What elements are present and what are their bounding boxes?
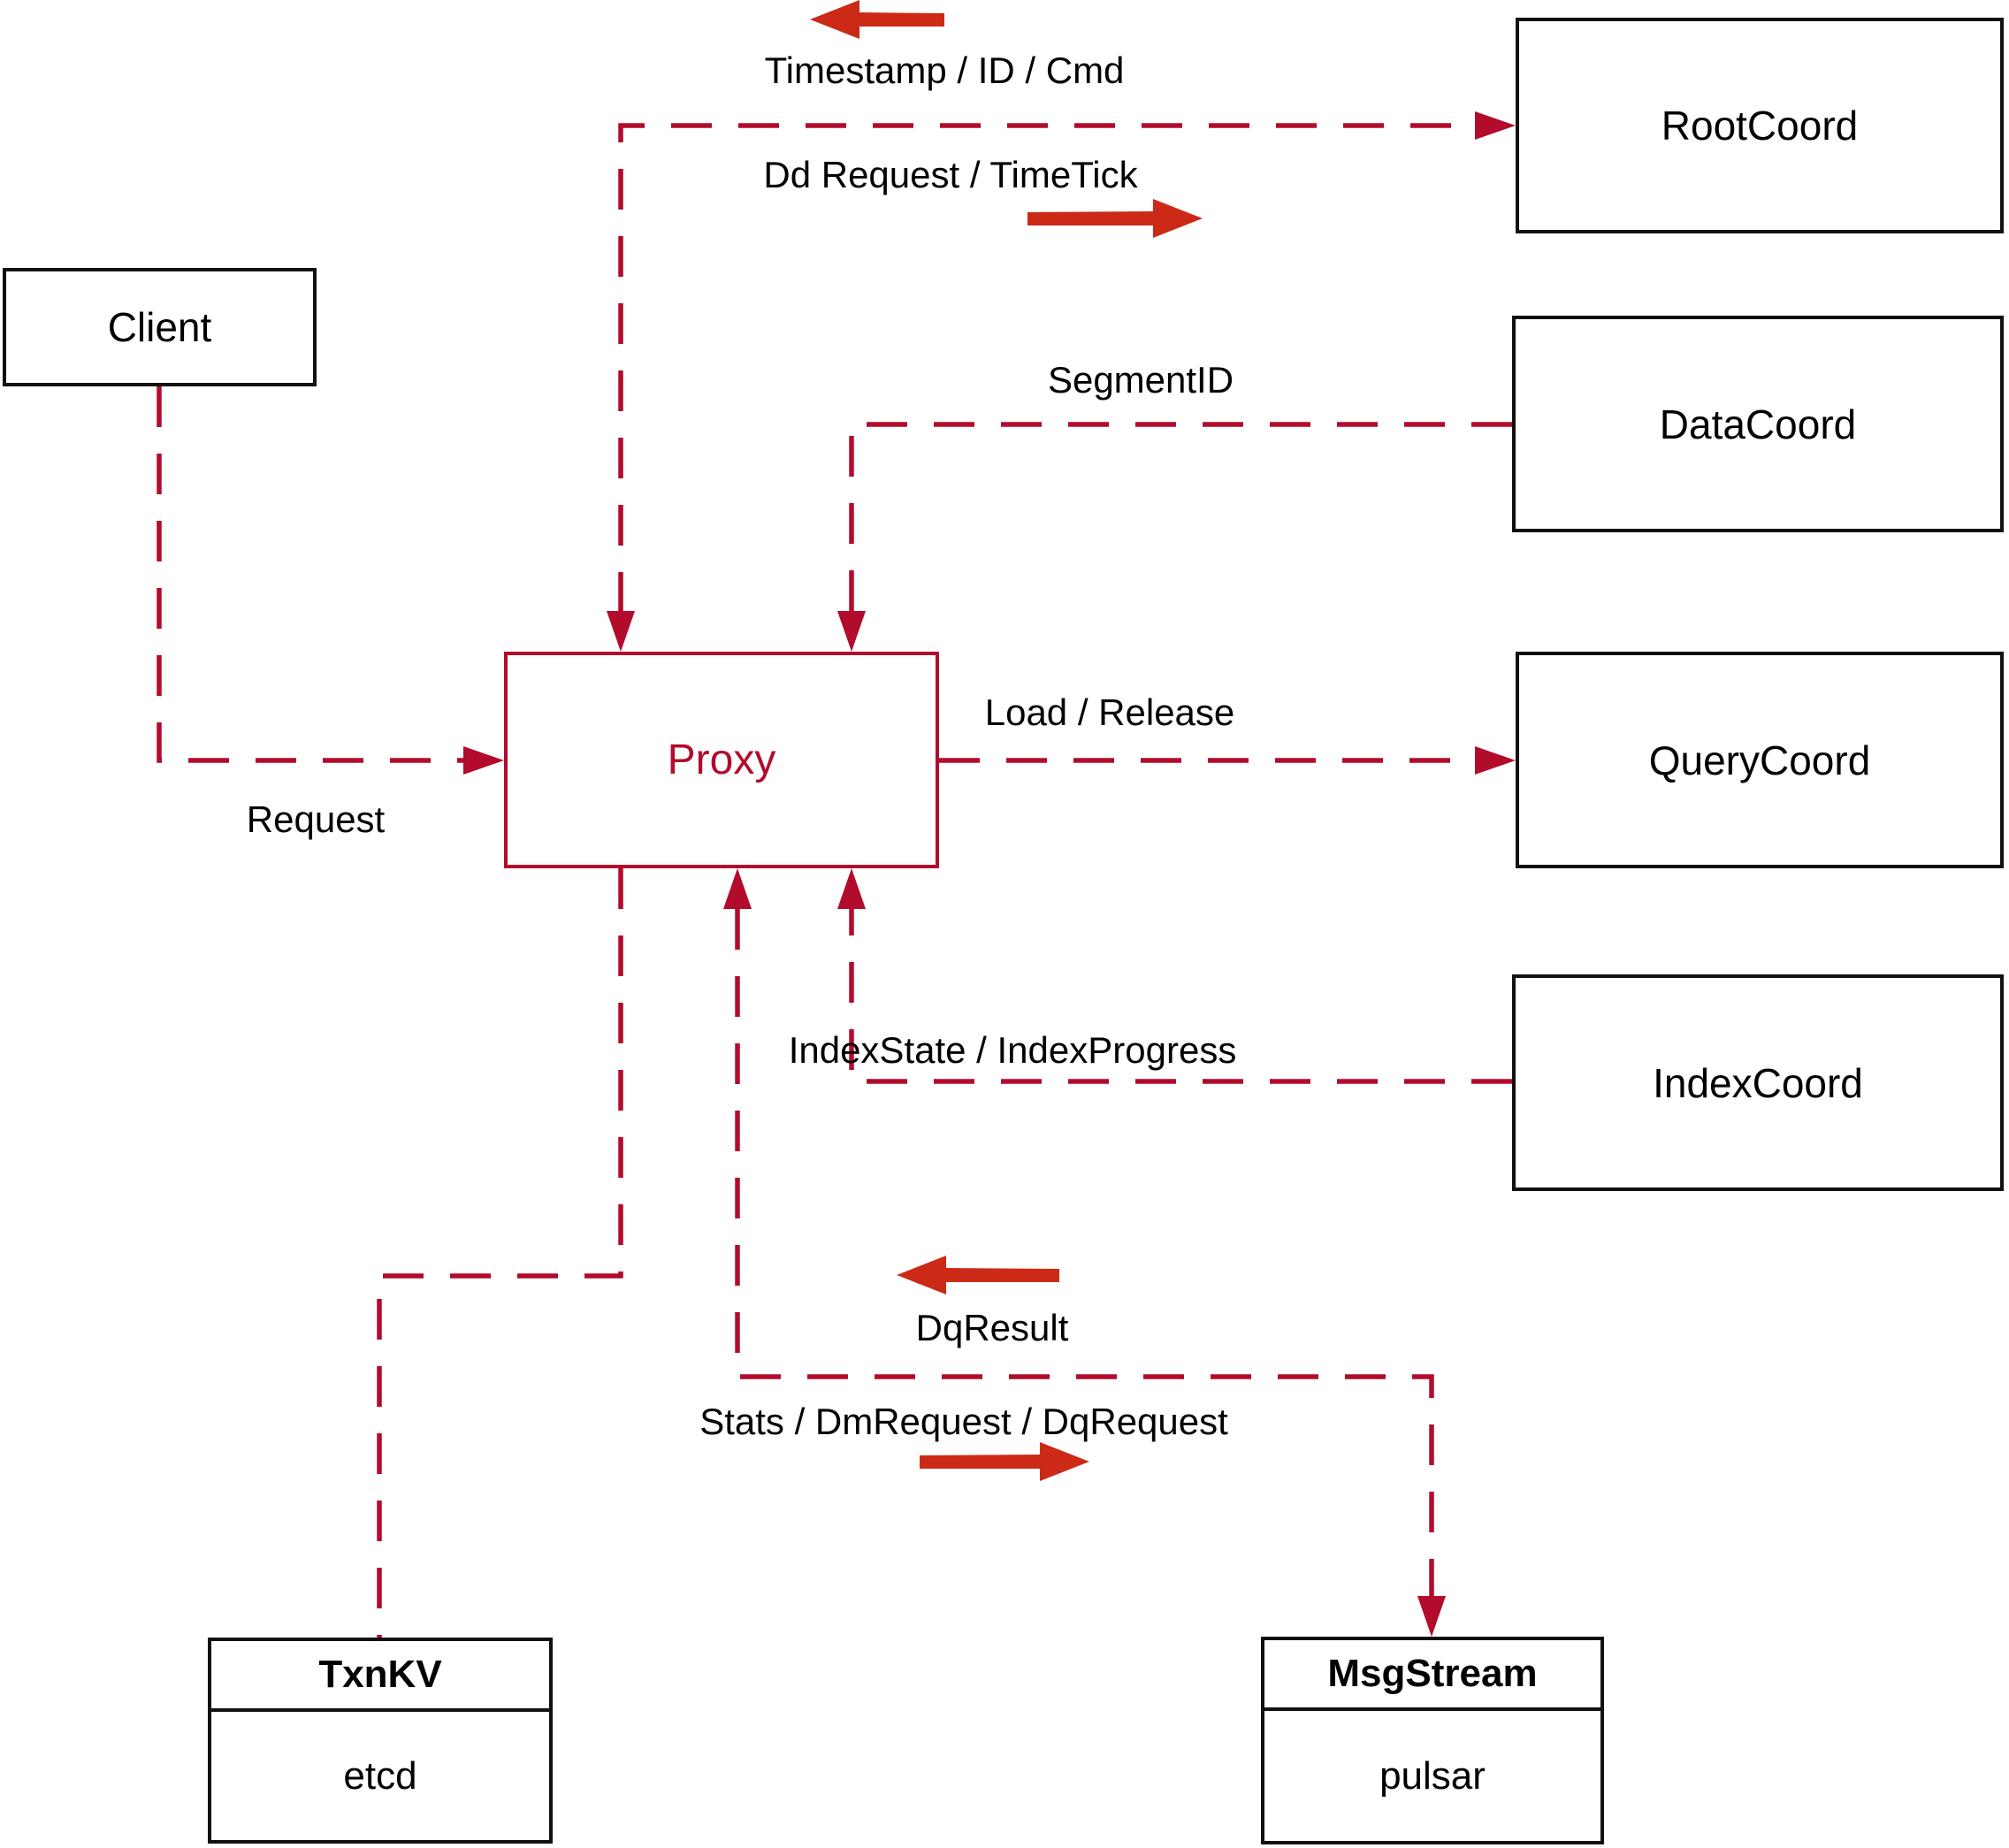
arrow-right-icon xyxy=(920,1442,1089,1481)
edge-proxy-msgstream xyxy=(735,909,1434,1596)
arrowhead-segmentid-into-proxy-icon xyxy=(837,611,866,652)
node-txnkv-title: TxnKV xyxy=(211,1641,549,1712)
edge-label-dd-request: Dd Request / TimeTick xyxy=(763,154,1138,195)
node-querycoord-label: QueryCoord xyxy=(1648,737,1871,783)
node-querycoord: QueryCoord xyxy=(1516,652,2004,868)
arrowhead-indexstate-into-proxy-icon xyxy=(837,868,866,909)
node-datacoord-label: DataCoord xyxy=(1659,401,1857,447)
node-rootcoord: RootCoord xyxy=(1516,18,2004,233)
node-msgstream-subtitle: pulsar xyxy=(1379,1753,1486,1798)
edge-label-index-state: IndexState / IndexProgress xyxy=(788,1029,1237,1071)
arrowhead-dqresult-into-proxy-icon xyxy=(723,868,752,909)
arrowhead-into-msgstream-icon xyxy=(1417,1596,1446,1637)
node-indexcoord: IndexCoord xyxy=(1512,974,2004,1191)
edge-proxy-txnkv xyxy=(377,868,623,1638)
edge-client-proxy xyxy=(157,386,463,763)
edge-label-dq-result: DqResult xyxy=(915,1307,1069,1348)
node-rootcoord-label: RootCoord xyxy=(1661,103,1859,149)
edge-label-stats: Stats / DmRequest / DqRequest xyxy=(699,1401,1228,1442)
arrow-left-icon xyxy=(810,0,944,39)
arrowhead-into-rootcoord-icon xyxy=(1475,111,1516,140)
node-proxy: Proxy xyxy=(504,652,939,868)
node-datacoord: DataCoord xyxy=(1512,316,2004,532)
node-msgstream: MsgStream pulsar xyxy=(1261,1637,1604,1844)
edge-proxy-rootcoord xyxy=(618,123,1473,613)
edge-label-timestamp: Timestamp / ID / Cmd xyxy=(764,50,1125,91)
arrowhead-into-querycoord-icon xyxy=(1475,746,1516,775)
arrow-right-icon xyxy=(1027,199,1203,238)
edge-label-segment-id: SegmentID xyxy=(1047,359,1234,401)
edge-indexcoord-proxy xyxy=(849,909,1512,1084)
node-client-label: Client xyxy=(107,304,212,350)
edge-label-load-release: Load / Release xyxy=(984,691,1235,733)
node-client: Client xyxy=(3,268,317,386)
node-txnkv: TxnKV etcd xyxy=(208,1638,553,1844)
arrowhead-rootcoord-into-proxy-icon xyxy=(607,611,635,652)
node-msgstream-title: MsgStream xyxy=(1264,1640,1600,1711)
node-indexcoord-label: IndexCoord xyxy=(1653,1059,1863,1106)
node-txnkv-subtitle: etcd xyxy=(343,1753,417,1798)
edge-label-request: Request xyxy=(246,798,386,840)
arrowhead-request-into-proxy-icon xyxy=(463,746,504,775)
arrow-left-icon xyxy=(897,1256,1059,1294)
edge-datacoord-proxy xyxy=(849,422,1512,613)
node-proxy-label: Proxy xyxy=(667,737,776,783)
